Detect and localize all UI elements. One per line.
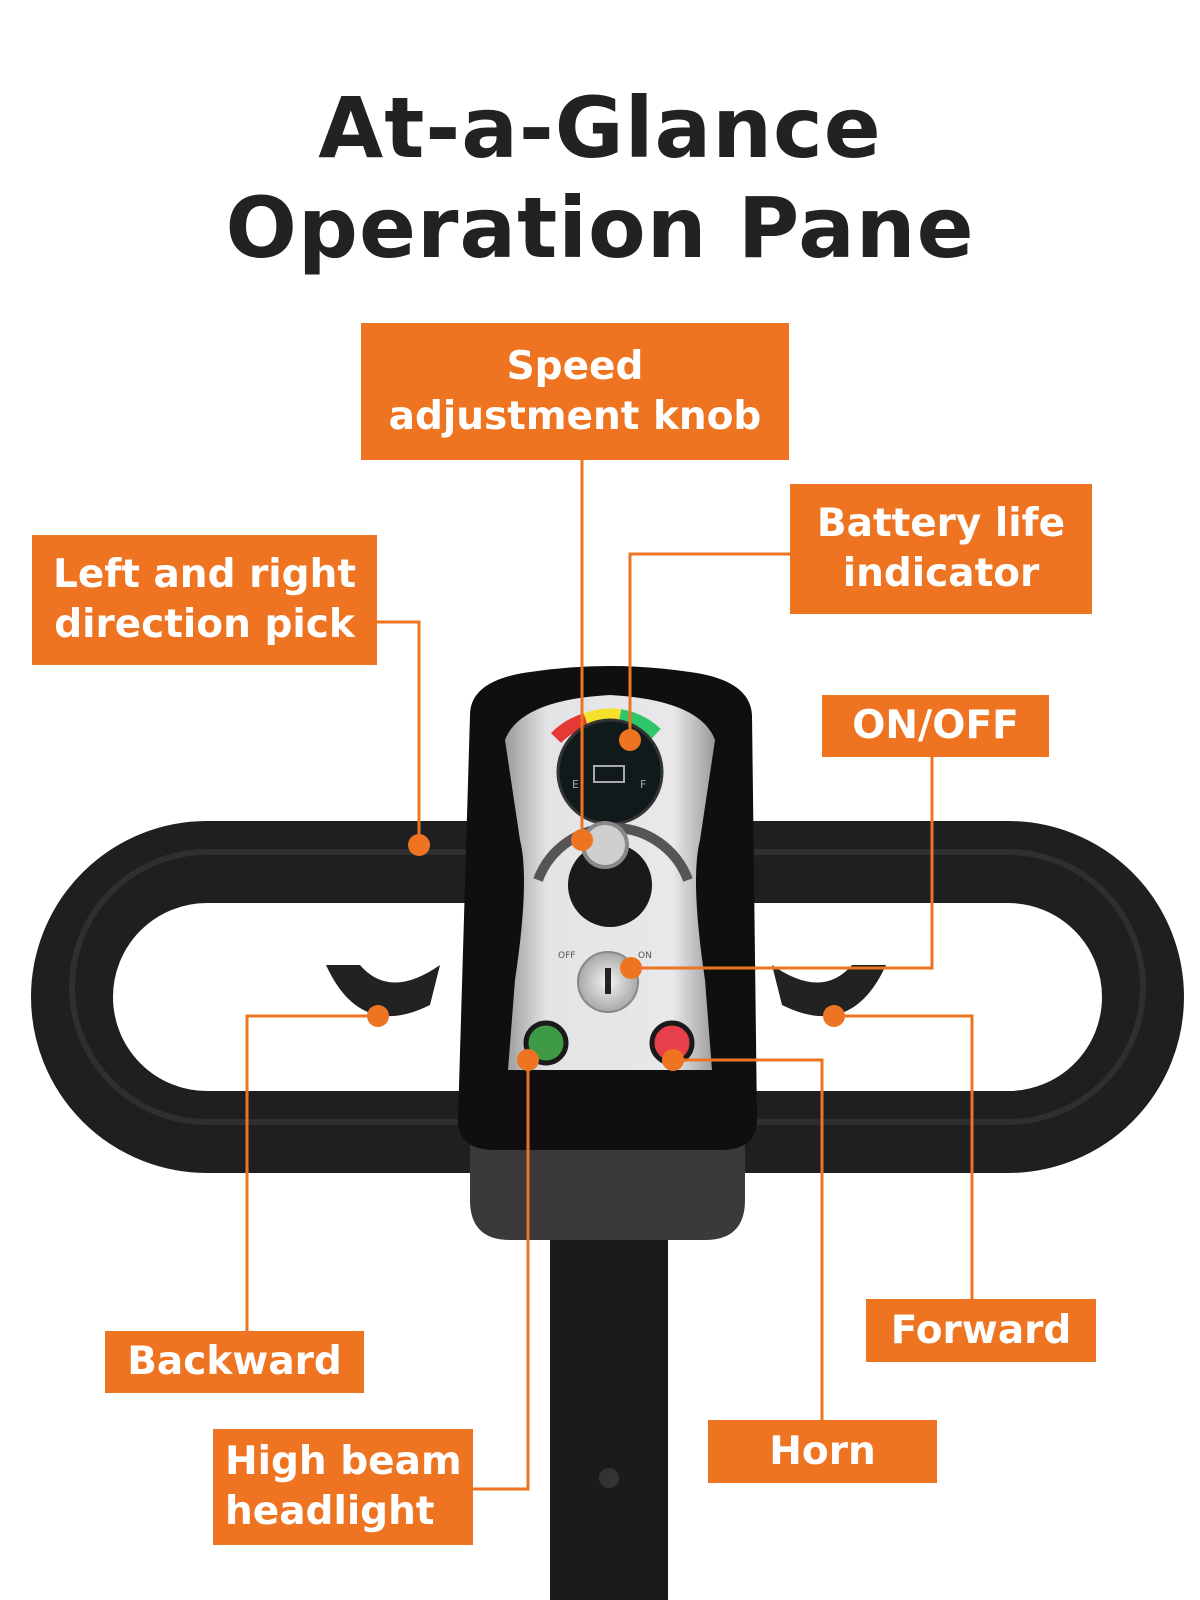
- page-title-line1: At-a-Glance: [318, 79, 882, 177]
- label-speed-knob: Speed adjustment knob: [361, 323, 789, 460]
- label-forward: Forward: [866, 1299, 1096, 1362]
- label-text: adjustment knob: [388, 393, 762, 439]
- label-text: indicator: [842, 551, 1040, 596]
- forward-lever: [772, 965, 886, 1017]
- label-battery-indicator: Battery life indicator: [790, 484, 1092, 614]
- label-text: Backward: [127, 1339, 342, 1384]
- page-title-line2: Operation Pane: [225, 179, 975, 277]
- label-backward: Backward: [105, 1331, 364, 1393]
- label-text: Horn: [769, 1428, 876, 1474]
- column-screw: [599, 1468, 619, 1488]
- label-text: ON/OFF: [852, 703, 1019, 748]
- label-direction-pick: Left and right direction pick: [32, 535, 377, 665]
- label-horn: Horn: [708, 1420, 937, 1483]
- battery-full-mark: F: [640, 778, 646, 791]
- label-text: Forward: [890, 1307, 1072, 1353]
- battery-icon: [593, 765, 625, 783]
- label-text: Left and right: [53, 552, 356, 597]
- battery-indicator-display: [556, 718, 664, 826]
- label-headlight: High beam headlight: [213, 1429, 473, 1545]
- backward-lever: [326, 965, 440, 1017]
- battery-empty-mark: E: [572, 778, 579, 791]
- leader-lines: [245, 460, 974, 1491]
- label-text: Speed: [506, 343, 644, 389]
- label-on-off: ON/OFF: [822, 695, 1049, 757]
- label-text: Battery life: [816, 501, 1066, 546]
- speed-knob: [568, 843, 652, 927]
- label-text: headlight: [225, 1489, 435, 1534]
- label-text: High beam: [225, 1439, 462, 1484]
- steering-column: [550, 1200, 668, 1600]
- callout-dots: [367, 729, 845, 1071]
- off-mark: OFF: [558, 951, 575, 961]
- label-text: direction pick: [54, 602, 355, 647]
- on-mark: ON: [638, 951, 652, 961]
